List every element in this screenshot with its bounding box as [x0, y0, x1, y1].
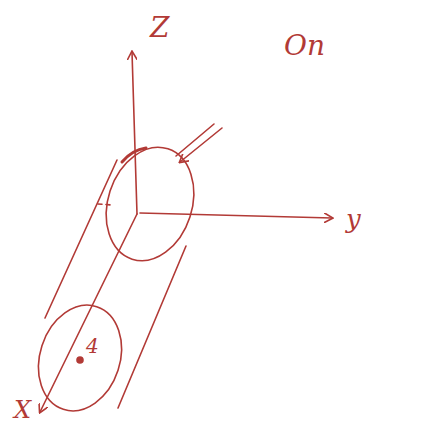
hidden-line [98, 204, 112, 205]
radius-label: 4 [86, 336, 99, 356]
note-text: On [284, 32, 325, 60]
far-disk [25, 294, 134, 421]
near-disk [92, 136, 208, 272]
axis-label: X [14, 398, 31, 422]
y-axis [140, 213, 332, 218]
center-dot [77, 357, 83, 363]
axis-label: Z [150, 14, 169, 42]
shading [122, 148, 146, 162]
cylinder-side [118, 246, 186, 408]
pointer-arrow [176, 124, 214, 156]
x-axis [40, 214, 137, 412]
axis-label: y [346, 206, 361, 232]
pointer-arrow [180, 128, 222, 162]
cylinder-side [45, 160, 117, 318]
z-axis [132, 52, 137, 214]
